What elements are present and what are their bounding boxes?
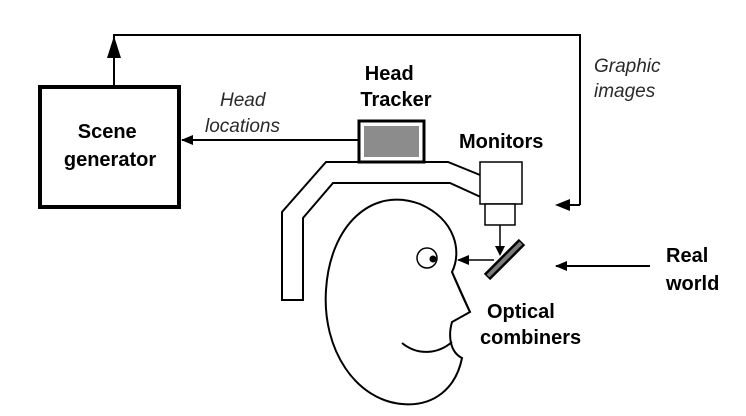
head-locations-label: Head locations (205, 90, 280, 137)
head-tracker-sensor (364, 126, 419, 157)
real-world-label: Real world (665, 245, 719, 295)
monitor-feed-arrowhead (555, 199, 570, 211)
graphic-images-label: Graphic images (594, 56, 666, 102)
head-outline (324, 198, 472, 406)
monitor-box (479, 161, 523, 205)
scene-generator-label: Scene generator (64, 121, 156, 171)
optical-combiner-plate-inner (486, 241, 523, 278)
graphic-images-loop-line (113, 34, 581, 205)
mouth (401, 341, 453, 353)
monitor-down-arrowhead (495, 246, 505, 256)
scene-generator-box (38, 85, 181, 209)
nose (451, 271, 471, 313)
monitor-lens (484, 203, 516, 226)
eye (416, 247, 438, 269)
graphic-images-arrowhead-up (107, 36, 121, 58)
monitors-label: Monitors (459, 131, 543, 153)
optical-combiners-label: Optical combiners (480, 301, 581, 349)
eye-pupil (429, 255, 437, 263)
head-tracker-label: Head Tracker (360, 63, 431, 111)
